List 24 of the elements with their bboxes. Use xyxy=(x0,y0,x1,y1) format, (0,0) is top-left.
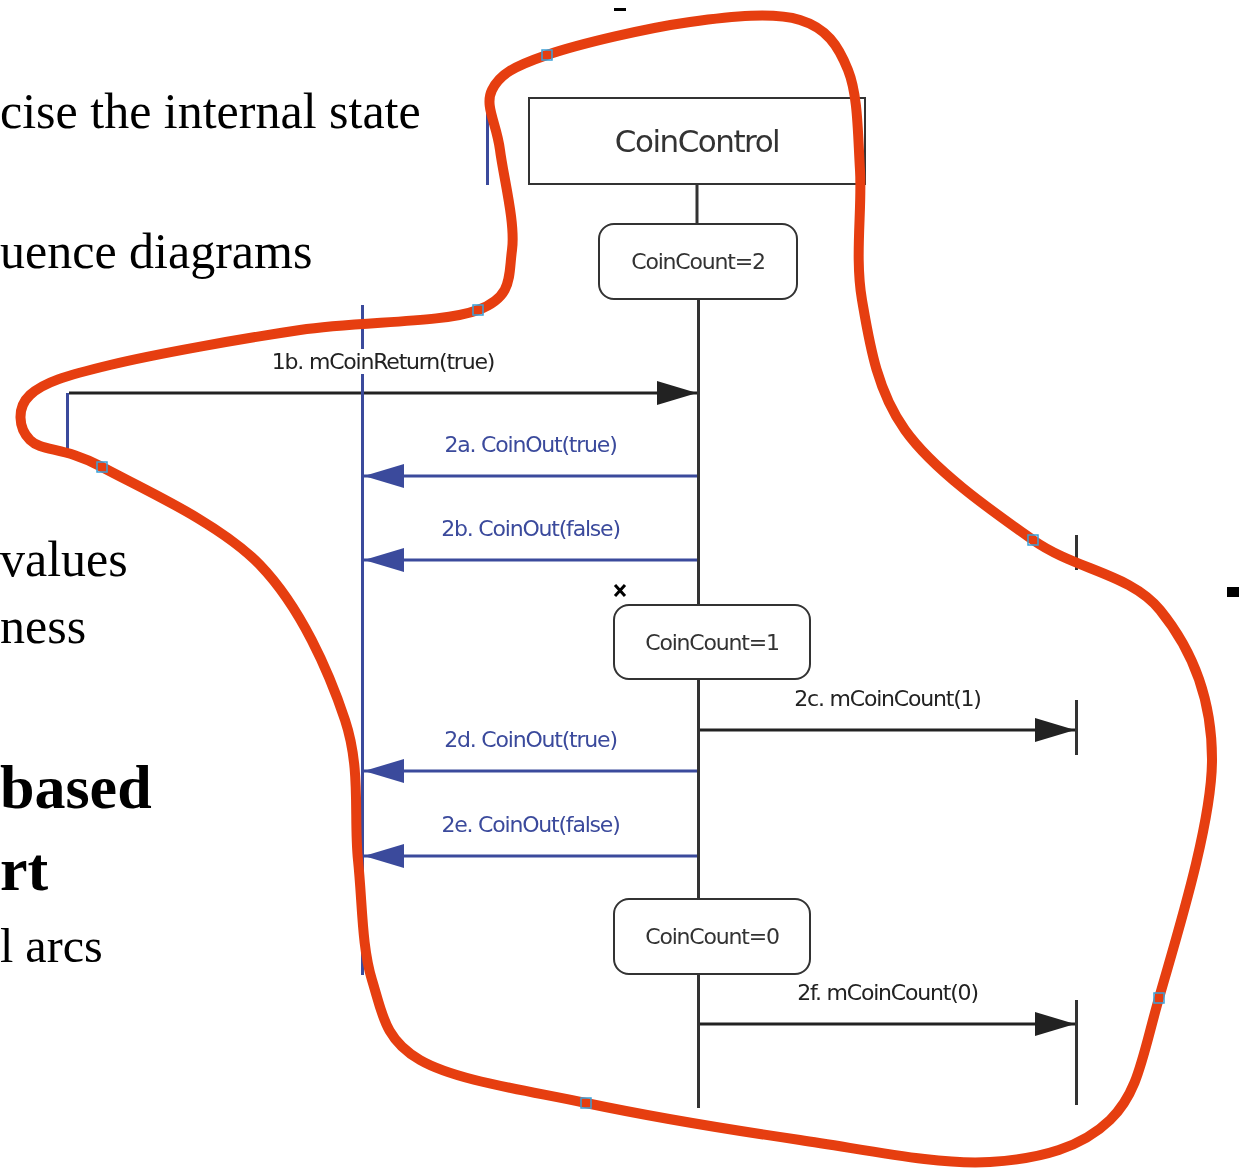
object-box: CoinControl xyxy=(528,97,866,185)
slide-text: cise the internal state xyxy=(0,82,421,140)
message-arrow xyxy=(364,464,697,488)
lifeline xyxy=(1075,535,1078,1105)
message-arrow xyxy=(69,381,697,405)
lifeline xyxy=(66,393,69,450)
slide-text: ness xyxy=(0,597,87,655)
state-box: CoinCount=0 xyxy=(613,898,811,975)
lifeline-segment xyxy=(695,185,699,223)
slide-text: rt xyxy=(0,834,49,905)
lifeline xyxy=(697,680,700,898)
slide-text: uence diagrams xyxy=(0,222,313,280)
lifeline xyxy=(697,975,700,1108)
lifeline xyxy=(697,300,700,604)
message-arrow xyxy=(364,844,697,868)
message-arrow xyxy=(364,759,697,783)
message-arrow xyxy=(700,718,1075,742)
slide-text: values xyxy=(0,530,128,588)
message-arrow xyxy=(364,548,697,572)
slide-text: based xyxy=(0,752,152,823)
state-box: CoinCount=2 xyxy=(598,223,798,300)
message-arrow xyxy=(700,1012,1075,1036)
state-box: CoinCount=1 xyxy=(613,604,811,680)
slide-text: l arcs xyxy=(0,918,103,973)
